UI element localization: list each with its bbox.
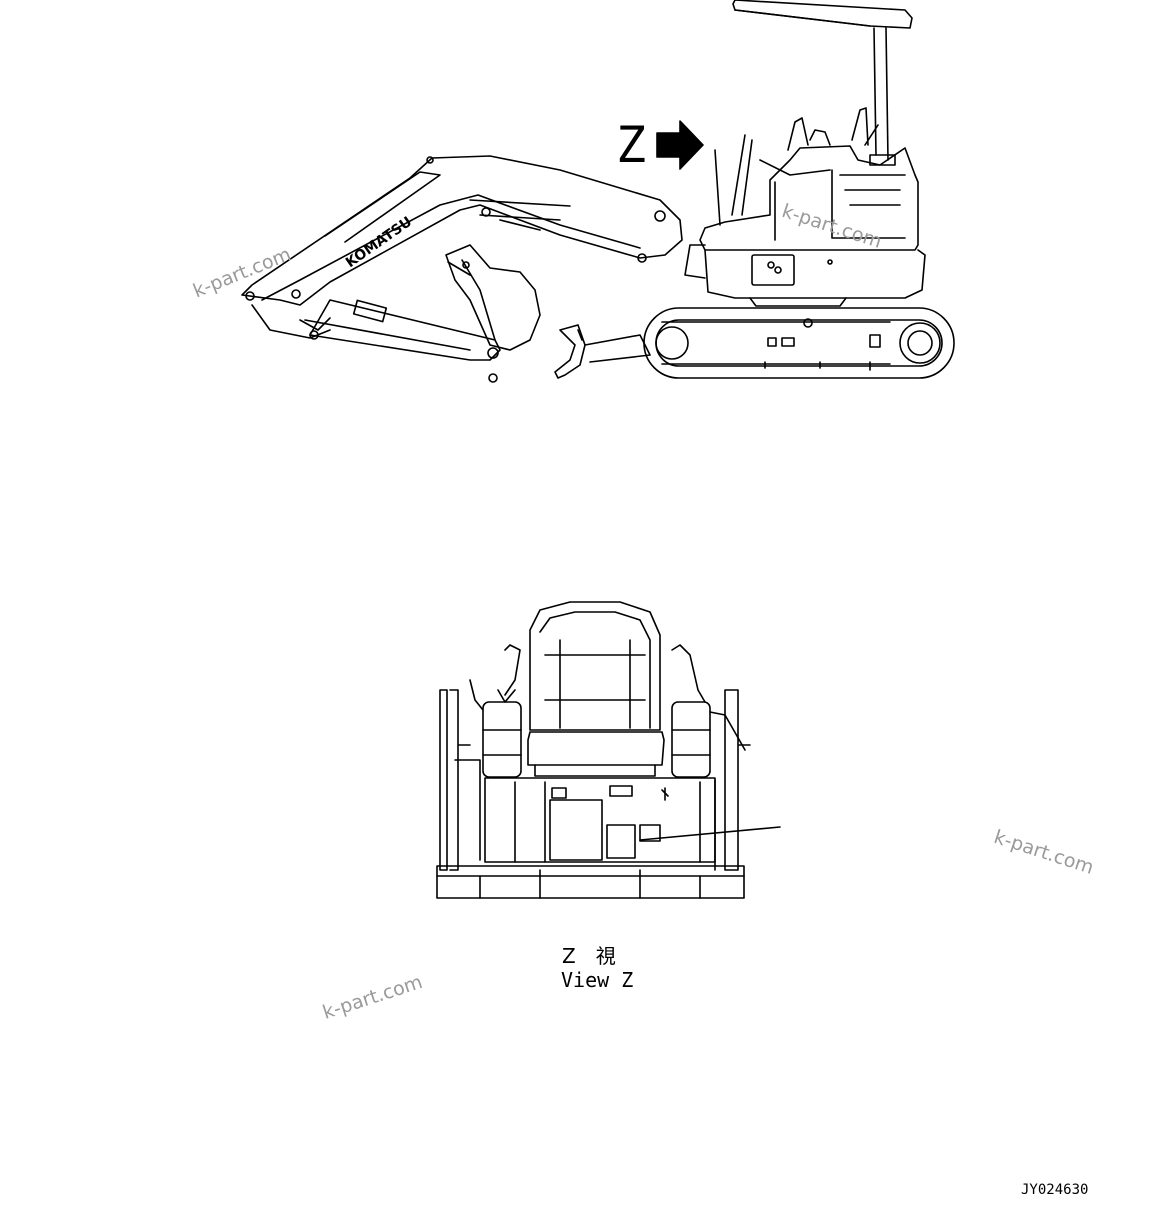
left-side-frame <box>439 689 481 871</box>
decal-leader-line <box>639 826 781 841</box>
boom <box>241 155 683 339</box>
view-z-arrow-icon <box>656 120 704 170</box>
dozer-blade <box>554 324 651 379</box>
arm <box>304 199 571 383</box>
operator-seat <box>527 601 665 777</box>
drawing-code: JY024630 <box>1021 1182 1089 1198</box>
excavator-side-view <box>241 0 955 383</box>
right-control-lever <box>671 644 746 778</box>
bucket <box>445 244 541 351</box>
right-side-frame <box>714 689 751 871</box>
view-z-letter: Z <box>616 116 647 174</box>
canopy <box>732 0 913 166</box>
view-z-drawing <box>436 601 781 899</box>
upper-structure <box>684 107 926 307</box>
base-platform <box>436 777 745 899</box>
view-caption-jp: Z 視 <box>562 944 616 968</box>
left-control-lever <box>469 644 522 778</box>
view-caption-en: View Z <box>561 968 634 992</box>
crawler-track <box>643 307 955 379</box>
